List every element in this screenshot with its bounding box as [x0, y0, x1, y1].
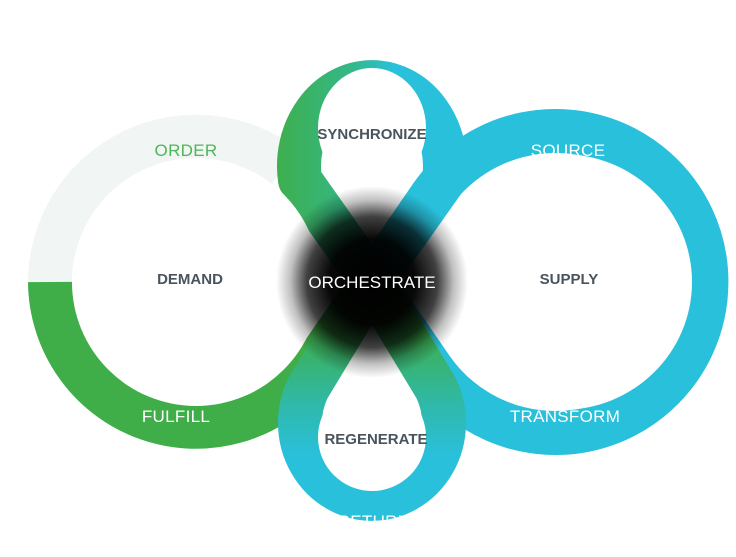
supply-loop-inner [432, 154, 692, 410]
label-return: RETURN [338, 512, 411, 531]
label-order: ORDER [155, 141, 218, 160]
demand-loop-green-track [28, 269, 391, 449]
demand-loop-pale-track [28, 114, 299, 283]
plan-loop-inner [318, 68, 426, 188]
label-demand: DEMAND [157, 271, 223, 288]
label-regenerate: REGENERATE [324, 431, 427, 448]
label-synchronize: SYNCHRONIZE [317, 126, 426, 143]
demand-loop-inner [72, 158, 320, 406]
label-orchestrate: ORCHESTRATE [308, 273, 435, 292]
label-plan: PLAN [349, 37, 395, 56]
label-fulfill: FULFILL [142, 407, 210, 426]
label-supply: SUPPLY [540, 271, 599, 288]
return-loop-track [278, 260, 466, 521]
label-transform: TRANSFORM [510, 407, 620, 426]
return-loop-inner [318, 383, 426, 491]
label-source: SOURCE [531, 141, 606, 160]
orchestrate-center-glow [276, 186, 468, 378]
supply-loop-track [350, 109, 729, 455]
